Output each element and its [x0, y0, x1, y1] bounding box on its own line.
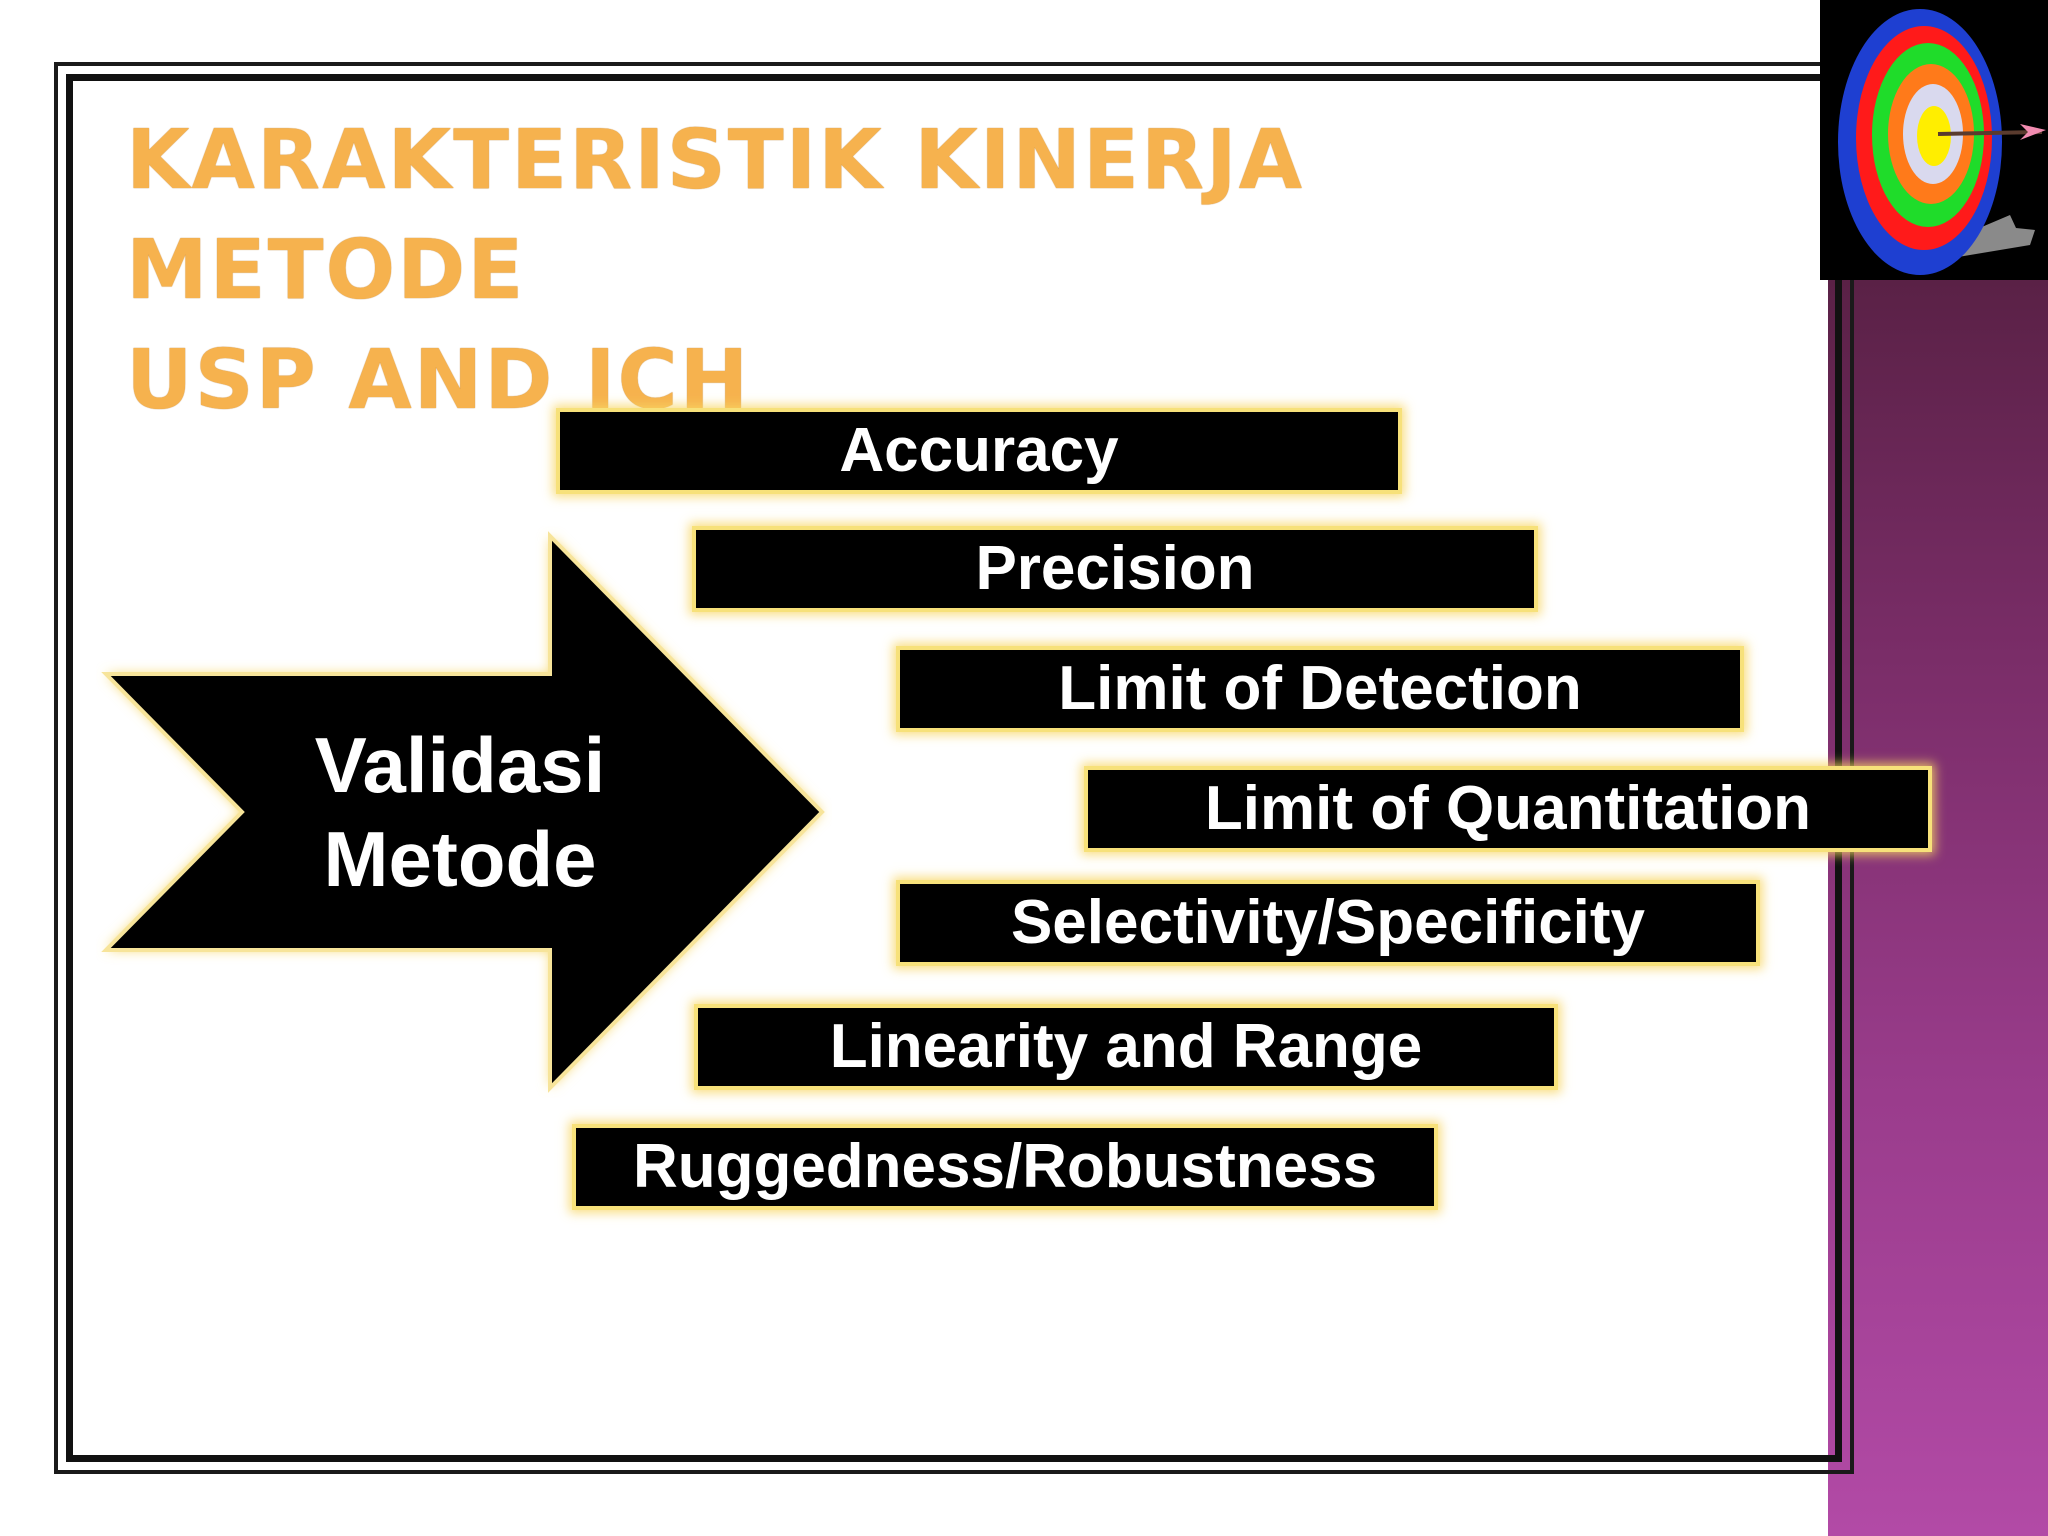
arrow-label-line-1: Validasi — [314, 721, 606, 809]
arrow-label: Validasi Metode — [250, 718, 670, 906]
main-arrow-shape — [101, 531, 825, 1093]
bar-selectivity-specificity: Selectivity/Specificity — [896, 880, 1760, 966]
bar-limit-of-quantitation: Limit of Quantitation — [1084, 766, 1932, 852]
bar-ruggedness-robustness: Ruggedness/Robustness — [572, 1124, 1438, 1210]
slide-title-line-1: KARAKTERISTIK KINERJA METODE — [126, 113, 1305, 318]
bar-precision: Precision — [692, 526, 1538, 612]
slide-title: KARAKTERISTIK KINERJA METODE USP AND ICH — [126, 106, 1626, 436]
bar-linearity-and-range: Linearity and Range — [694, 1004, 1558, 1090]
bar-accuracy: Accuracy — [556, 408, 1402, 494]
arrow-label-line-2: Metode — [323, 815, 597, 903]
bar-limit-of-detection: Limit of Detection — [896, 646, 1744, 732]
target-icon — [1820, 0, 2048, 280]
side-gradient-strip — [1828, 280, 2048, 1536]
